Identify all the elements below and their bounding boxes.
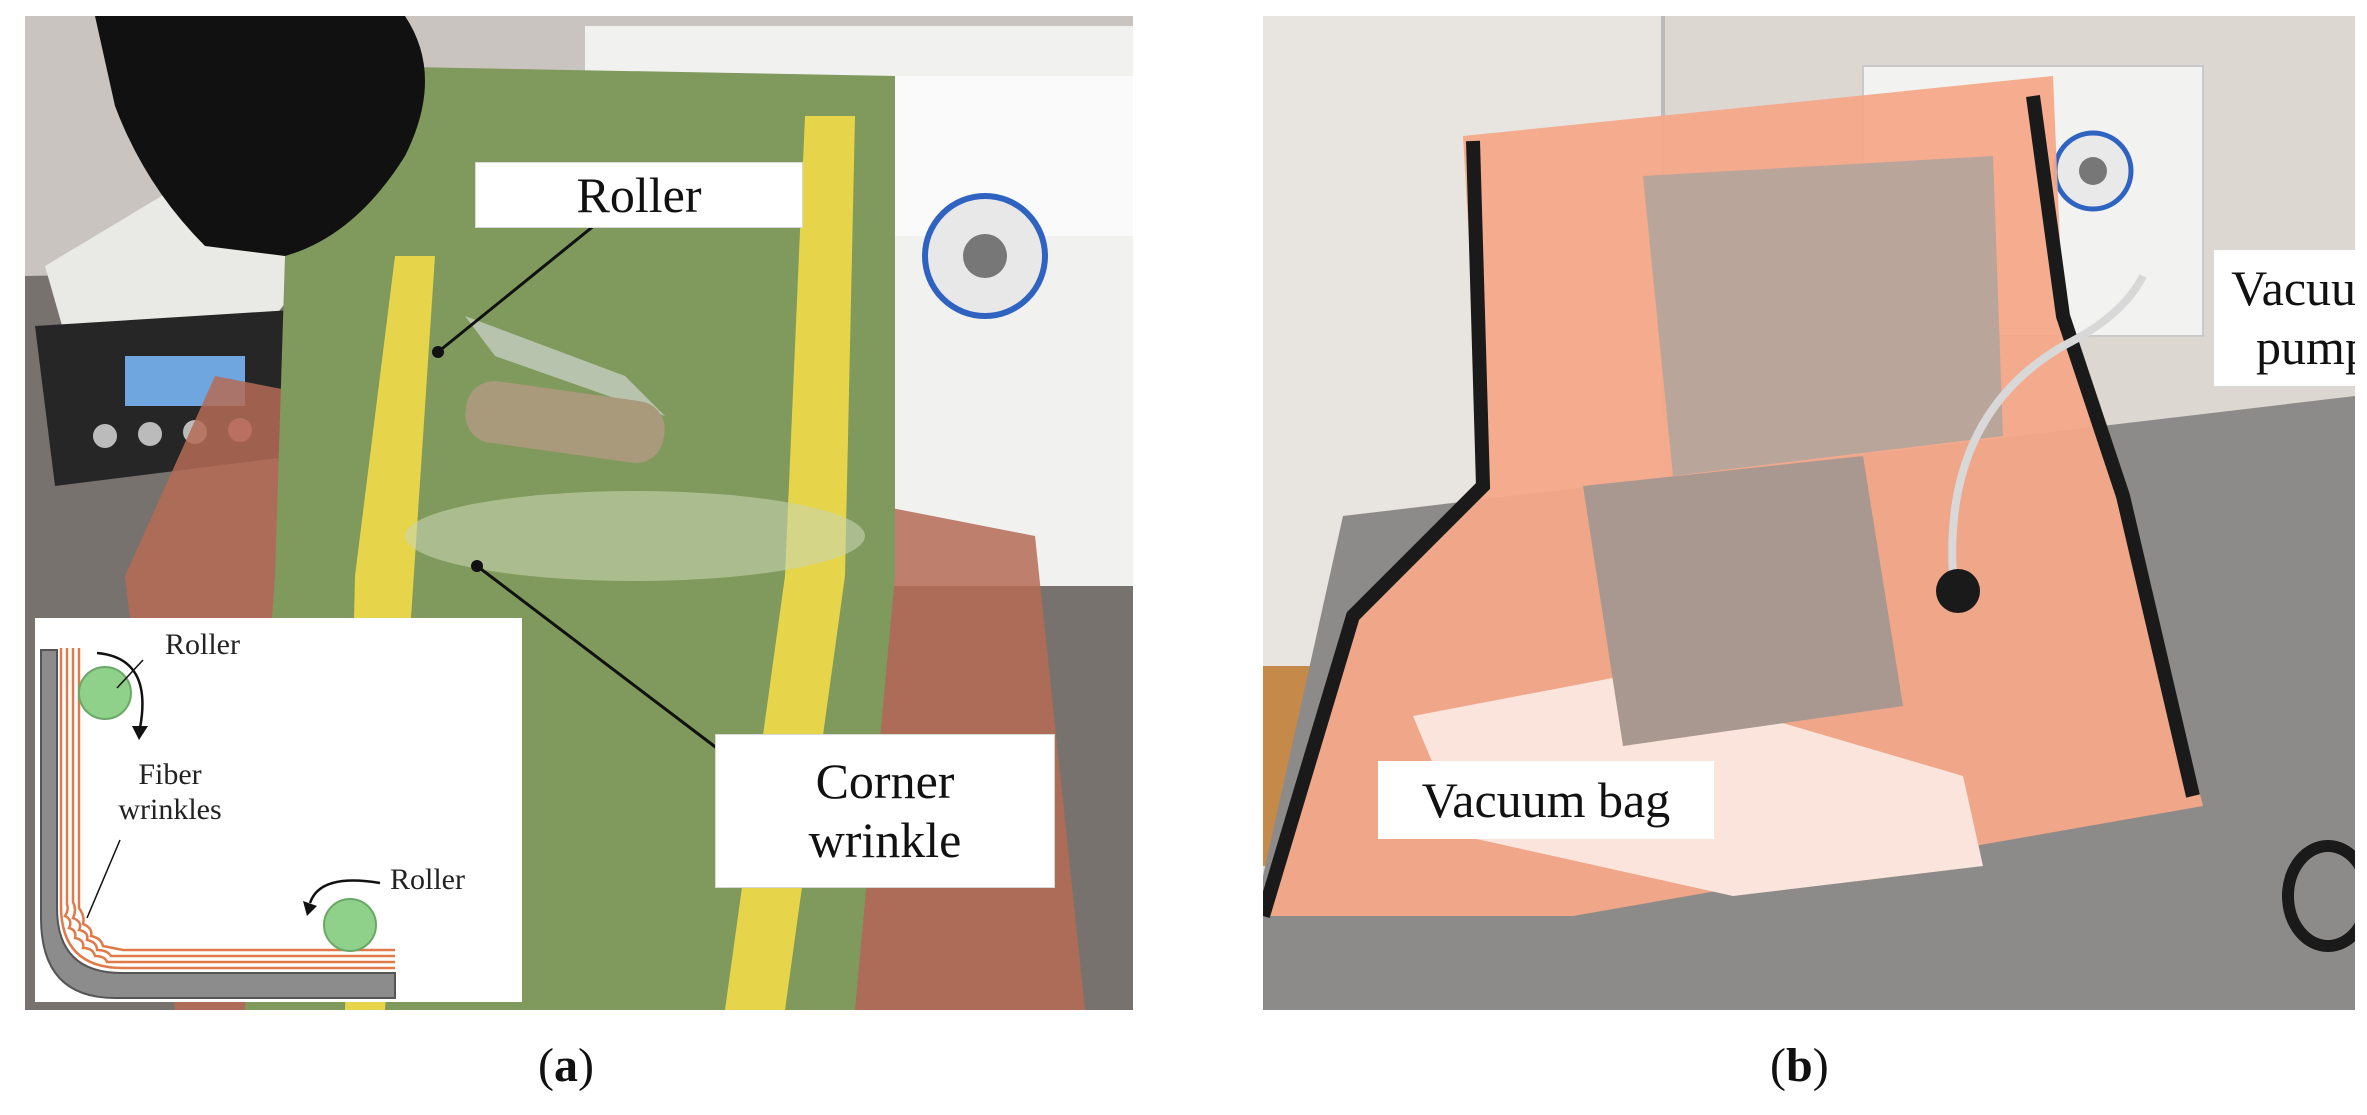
inset-roller-top-label: Roller xyxy=(165,628,240,661)
inset-fiber-text-1: Fiber xyxy=(138,758,202,791)
roller-top-icon xyxy=(78,666,132,720)
schematic-inset: Roller Fiber wrinkles Roller xyxy=(35,618,522,1002)
vacuum-bagging-photo xyxy=(1263,16,2355,1010)
mold-tool xyxy=(40,649,396,999)
callout-pump-text-1: Vacuum xyxy=(2231,260,2355,316)
schematic-diagram xyxy=(40,648,396,999)
ply-lines xyxy=(59,648,395,970)
caption-b-letter: b xyxy=(1785,1039,1813,1092)
callout-corner-wrinkle: Corner wrinkle xyxy=(715,734,1055,888)
caption-a-letter: a xyxy=(553,1039,578,1092)
inset-fiber-wrinkles-label: Fiber wrinkles xyxy=(95,758,245,827)
caption-a: (a) xyxy=(538,1039,594,1092)
seat-back-part xyxy=(1643,156,2003,476)
inset-fiber-text-2: wrinkles xyxy=(118,792,222,826)
callout-bag-text: Vacuum bag xyxy=(1421,771,1671,828)
panel-a-photo: Roller Corner wrinkle xyxy=(25,16,1133,1010)
callout-vacuum-pump: Vacuum pump xyxy=(2213,249,2355,387)
callout-vacuum-bag: Vacuum bag xyxy=(1378,761,1714,839)
callout-corner-text-1: Corner xyxy=(815,753,955,809)
callout-roller: Roller xyxy=(475,162,803,228)
panel-b-photo: Vacuum pump Vacuum bag xyxy=(1263,16,2355,1010)
callout-corner-text-2: wrinkle xyxy=(808,812,962,868)
callout-pump-text-2: pump xyxy=(2256,319,2355,375)
roller-icon xyxy=(465,381,665,463)
seat-part xyxy=(1583,456,1903,746)
roller-bottom-icon xyxy=(323,898,377,952)
inset-roller-bottom-label: Roller xyxy=(390,863,465,896)
caption-b: (b) xyxy=(1770,1039,1829,1092)
callout-roller-text: Roller xyxy=(576,166,702,223)
vacuum-valve-icon xyxy=(1936,569,1980,613)
